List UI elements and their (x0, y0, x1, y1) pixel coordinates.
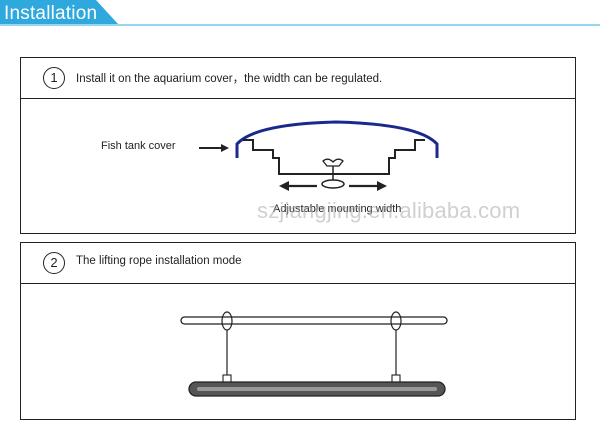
step-instruction: Install it on the aquarium cover，the wid… (76, 73, 383, 85)
adjustable-width-label: Adjustable mounting width (273, 203, 402, 215)
installation-header: Installation (0, 0, 600, 34)
wing-screw (321, 179, 345, 189)
step-instruction: The lifting rope installation mode (76, 255, 242, 267)
lifting-rope-diagram (180, 311, 448, 397)
watermark-text: szjiangjing.en.alibaba.com (257, 198, 521, 223)
step-number: 2 (43, 252, 65, 274)
width-arrow-right-head (377, 181, 387, 191)
header-graphic (0, 0, 600, 26)
tank-cover-diagram (199, 120, 439, 191)
page-title: Installation (4, 3, 98, 24)
header-tab-shape (0, 0, 118, 24)
fish-tank-cover-label: Fish tank cover (101, 140, 176, 152)
section-header: 1 Install it on the aquarium cover，the w… (21, 58, 575, 99)
section-aquarium-cover: 1 Install it on the aquarium cover，the w… (20, 57, 576, 234)
wing-nut (322, 158, 344, 167)
section-lifting-rope: 2 The lifting rope installation mode (20, 242, 576, 420)
light-fixture-highlight (197, 387, 437, 391)
section-header: 2 The lifting rope installation mode (21, 243, 575, 284)
hanging-rod (180, 316, 448, 325)
pointer-arrow-head (221, 144, 229, 152)
width-arrow-left-head (279, 181, 289, 191)
step-number: 1 (43, 67, 65, 89)
mounting-bracket (243, 139, 425, 175)
tank-cover-shape (235, 120, 439, 158)
